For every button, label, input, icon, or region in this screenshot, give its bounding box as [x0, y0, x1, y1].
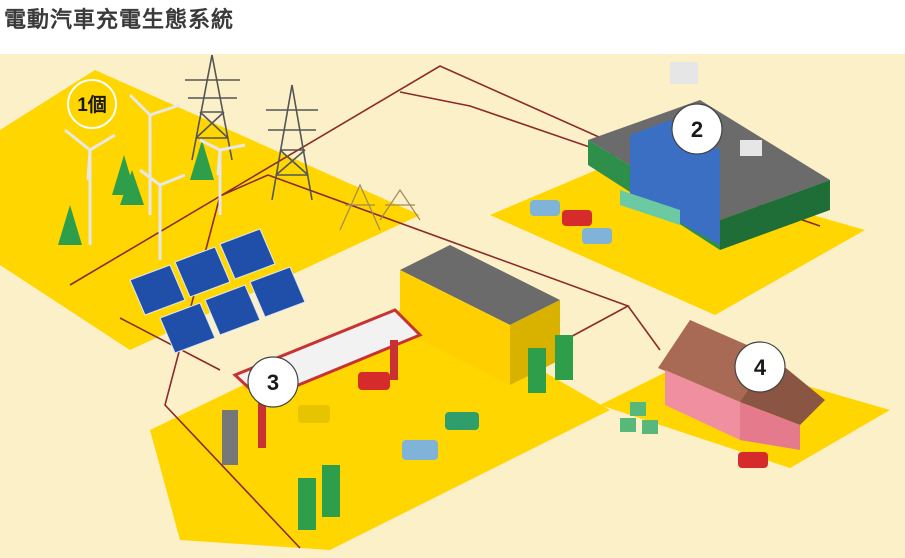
badge-3: 3 — [247, 356, 299, 408]
parked-car-icon — [738, 452, 768, 468]
parked-car-icon — [358, 372, 390, 390]
mall-plot — [490, 160, 865, 315]
badge-1-label: 1個 — [77, 94, 107, 116]
parked-car-icon — [530, 200, 560, 216]
garden-box-icon — [620, 402, 658, 434]
parked-car-icon — [445, 412, 479, 430]
power-tower-icon — [266, 84, 318, 201]
badge-4-label: 4 — [754, 355, 767, 380]
wind-turbine-icon — [139, 168, 186, 260]
charging-station-icon — [298, 335, 573, 530]
badge-2-label: 2 — [691, 117, 703, 142]
badge-2: 2 — [671, 103, 723, 155]
wind-turbine-icon — [199, 138, 246, 215]
parked-car-icon — [298, 405, 330, 423]
parked-car-icon — [562, 210, 592, 226]
tree-icon — [58, 140, 214, 245]
badge-3-label: 3 — [267, 370, 279, 395]
parked-car-icon — [402, 440, 438, 460]
power-tower-icon — [185, 54, 240, 161]
solar-panel-icon — [129, 228, 306, 354]
shopping-mall-icon — [588, 62, 830, 250]
page-title: 電動汽車充電生態系統 — [4, 8, 235, 33]
ecosystem-scene: 1個 2 3 4 — [0, 54, 905, 558]
badge-1: 1個 — [67, 79, 117, 129]
wind-turbine-icon — [128, 93, 181, 215]
parked-car-icon — [582, 228, 612, 244]
badge-4: 4 — [734, 341, 786, 393]
wind-turbine-icon — [64, 128, 116, 245]
grid-connection-lines — [69, 65, 821, 549]
distant-tower-icon — [339, 183, 421, 231]
